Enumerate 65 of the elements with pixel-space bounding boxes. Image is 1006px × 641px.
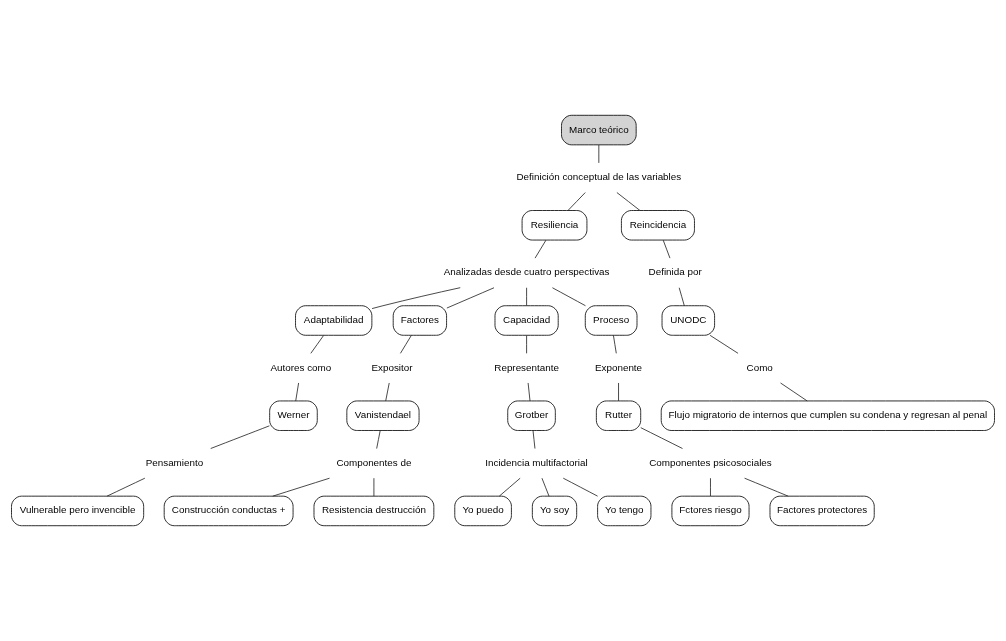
node-box: Resiliencia: [521, 210, 588, 241]
connector: [744, 477, 789, 497]
node-box: Capacidad: [494, 305, 559, 336]
node-box: Grotber: [507, 400, 556, 431]
connector: [613, 334, 617, 354]
connector: [616, 192, 641, 211]
connector: [780, 382, 808, 402]
node-text: Representante: [494, 361, 559, 373]
node-box: Werner: [269, 400, 318, 431]
node-text: Analizadas desde cuatro perspectivas: [443, 266, 610, 278]
node-text: Exponente: [595, 361, 643, 373]
connector: [371, 287, 461, 309]
connector: [385, 382, 390, 402]
connector: [618, 382, 619, 402]
connector: [541, 477, 550, 497]
connector: [526, 287, 527, 307]
node-text: Expositor: [371, 361, 413, 373]
connector: [709, 334, 739, 354]
node-box: Vulnerable pero invencible: [11, 495, 145, 527]
node-box: Yo tengo: [597, 495, 652, 527]
node-box: Rutter: [595, 400, 642, 431]
node-box: UNODC: [661, 305, 715, 336]
connector: [552, 287, 586, 307]
connector: [400, 334, 412, 354]
connector: [527, 382, 531, 402]
node-box: Proceso: [584, 305, 638, 336]
node-box: Reincidencia: [621, 210, 695, 241]
connector: [526, 334, 527, 354]
connector: [272, 477, 330, 497]
connector: [446, 287, 495, 309]
connector: [310, 334, 325, 354]
connector: [498, 477, 521, 497]
connector: [562, 477, 599, 497]
node-box: Vanistendael: [346, 400, 420, 431]
node-box: Flujo migratorio de internos que cumplen su condena y regresan al penal: [660, 400, 995, 431]
node-box: Factores protectores: [769, 495, 875, 527]
node-box: Marco teórico: [561, 114, 637, 146]
connector: [532, 430, 536, 449]
node-box: Fctores riesgo: [671, 495, 750, 527]
connector: [210, 425, 270, 449]
node-text: Pensamiento: [145, 456, 204, 468]
node-box: Yo puedo: [454, 495, 512, 527]
node-text: Componentes de: [336, 456, 412, 468]
node-text: Como: [746, 361, 773, 373]
connector: [640, 427, 683, 449]
connector: [373, 477, 375, 497]
node-box: Construcción conductas +: [163, 495, 294, 527]
connector: [534, 239, 547, 259]
connector: [662, 239, 671, 259]
node-text: Componentes psicosociales: [649, 456, 772, 468]
node-box: Yo soy: [531, 495, 578, 527]
connector: [376, 430, 381, 449]
connector: [678, 287, 685, 307]
connector: [106, 477, 146, 497]
node-box: Factores: [392, 305, 447, 336]
connector: [598, 144, 600, 164]
connector: [567, 192, 586, 211]
connector: [295, 382, 299, 402]
node-text: Incidencia multifactorial: [485, 456, 588, 468]
node-text: Definición conceptual de las variables: [516, 171, 682, 183]
node-text: Autores como: [270, 361, 332, 373]
node-box: Adaptabilidad: [295, 305, 373, 336]
node-text: Definida por: [648, 266, 702, 278]
node-box: Resistencia destrucción: [313, 495, 435, 527]
connector: [710, 477, 711, 497]
